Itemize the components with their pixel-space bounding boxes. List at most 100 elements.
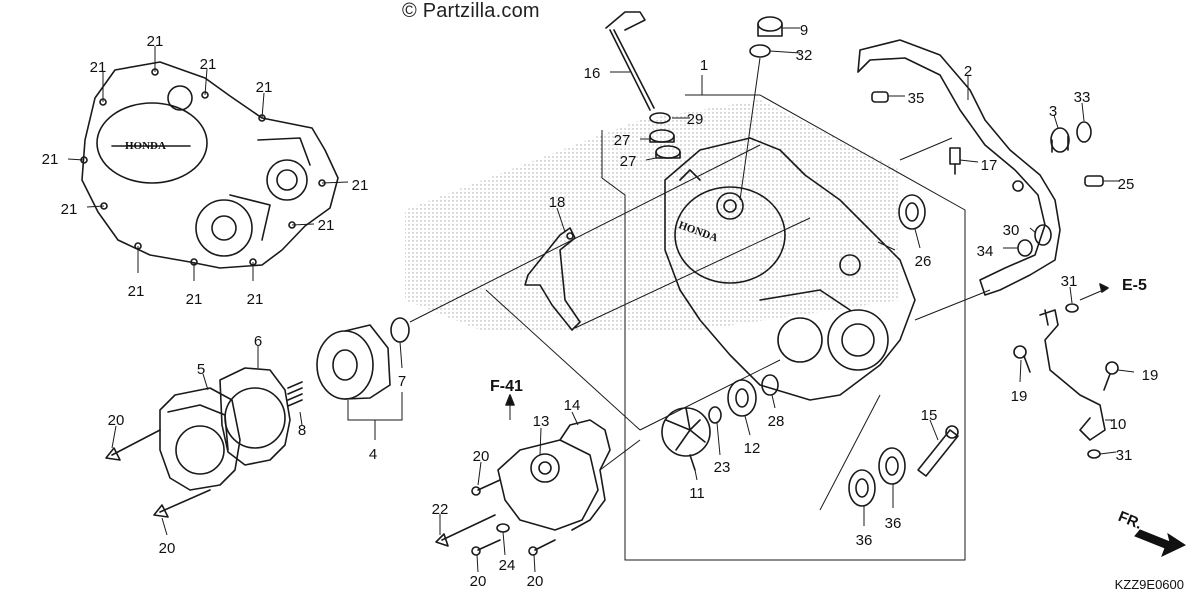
svg-text:HONDA: HONDA: [125, 140, 166, 152]
bearing-36b: [878, 447, 906, 485]
callout-c4: 4: [369, 446, 377, 463]
callout-c2: 2: [964, 63, 972, 80]
bolt-20d: [471, 539, 501, 556]
callout-c32: 32: [796, 47, 813, 64]
washer-31b: [1087, 449, 1101, 459]
callout-c29: 29: [687, 111, 704, 128]
cover-assembly-frame: [601, 75, 966, 561]
o-ring-32: [749, 44, 771, 58]
callout-c33: 33: [1074, 89, 1091, 106]
collar-34: [1017, 239, 1033, 257]
callout-c12: 12: [744, 440, 761, 457]
bolt-19a: [1013, 345, 1031, 373]
o-ring-30: [1034, 224, 1052, 246]
callout-c7: 7: [398, 373, 406, 390]
callout-c20a: 20: [108, 412, 125, 429]
water-pump-shaft: [917, 425, 959, 477]
bolt-20c: [153, 489, 211, 518]
water-pump-cover: [497, 439, 599, 531]
bearing-26: [898, 194, 926, 230]
callout-c26: 26: [915, 253, 932, 270]
diagram-code: KZZ9E0600: [1114, 577, 1184, 592]
callout-c6: 6: [254, 333, 262, 350]
callout-c13: 13: [533, 413, 550, 430]
washer-31a: [1065, 303, 1079, 313]
oil-pipe-10: [1039, 309, 1106, 441]
callout-c36a: 36: [856, 532, 873, 549]
callout-c9: 9: [800, 22, 808, 39]
callout-c24: 24: [499, 557, 516, 574]
callout-c23: 23: [714, 459, 731, 476]
water-hose-14: [559, 419, 611, 531]
callout-c1: 1: [700, 57, 708, 74]
callout-c8: 8: [298, 422, 306, 439]
callout-c22: 22: [432, 501, 449, 518]
callout-c35: 35: [908, 90, 925, 107]
callout-c27a: 27: [614, 132, 631, 149]
washer-23: [708, 406, 722, 424]
outer-cover-leaders: [67, 46, 349, 281]
dowel-pin-35: [871, 91, 889, 103]
ref-arrow-f41: [505, 394, 515, 406]
oil-filter-cover: [159, 387, 241, 491]
mechanical-seal-12: [727, 379, 757, 417]
watermark: © Partzilla.com: [402, 0, 540, 22]
o-ring-7: [390, 317, 410, 343]
callout-c36b: 36: [885, 515, 902, 532]
assembly-lines: [409, 137, 991, 511]
callout-c19b: 19: [1011, 388, 1028, 405]
callout-c11: 11: [689, 485, 705, 502]
callout-c31a: 31: [1061, 273, 1078, 290]
front-direction-arrow: [1134, 529, 1187, 557]
engine-shadow-area: [405, 100, 900, 330]
callout-c21j: 21: [186, 291, 203, 308]
outer-clutch-cover: HONDA: [80, 61, 339, 269]
callout-c15: 15: [921, 407, 938, 424]
callout-c21f: 21: [352, 177, 369, 194]
callout-c27b: 27: [620, 153, 637, 170]
callout-c21i: 21: [128, 283, 145, 300]
callout-c20d: 20: [470, 573, 487, 590]
callout-c21d: 21: [256, 79, 273, 96]
dowel-pin-25: [1084, 175, 1104, 187]
callout-c14: 14: [564, 397, 581, 414]
ref-arrow-e5: [1099, 283, 1109, 293]
callout-c5: 5: [197, 361, 205, 378]
bracket-18: [524, 227, 581, 331]
oil-seal-28: [761, 374, 779, 396]
callout-c21c: 21: [200, 56, 217, 73]
callout-c21e: 21: [42, 151, 59, 168]
o-ring-33: [1076, 121, 1092, 143]
oil-filler-cap: [757, 16, 783, 37]
callout-c28: 28: [768, 413, 785, 430]
callout-c20e: 20: [527, 573, 544, 590]
cover-gasket: [857, 39, 1061, 296]
callout-c20b: 20: [473, 448, 490, 465]
callout-c30: 30: [1003, 222, 1020, 239]
ref-label-e5: E-5: [1122, 277, 1147, 294]
ref-label-f41: F-41: [490, 378, 523, 395]
bolt-20e: [528, 539, 556, 556]
callout-c3: 3: [1049, 103, 1057, 120]
callout-c10: 10: [1110, 416, 1127, 433]
callout-c21b: 21: [90, 59, 107, 76]
bolt-20b: [471, 479, 501, 496]
o-ring-29: [649, 112, 671, 124]
washer-24: [496, 523, 510, 533]
callout-c21k: 21: [247, 291, 264, 308]
bolt-19b: [1103, 361, 1119, 391]
callout-c34: 34: [977, 243, 994, 260]
dipstick: [605, 11, 655, 111]
callout-c18: 18: [549, 194, 566, 211]
bolt-20a: [105, 429, 161, 461]
bearing-36a: [848, 469, 876, 507]
collar-3: [1050, 127, 1070, 153]
callout-c20c: 20: [159, 540, 176, 557]
callout-c21a: 21: [147, 33, 164, 50]
seal-27b: [655, 145, 681, 159]
breather-17: [949, 147, 961, 175]
filter-cover-gasket: [219, 367, 291, 466]
bolt-22: [435, 514, 496, 547]
